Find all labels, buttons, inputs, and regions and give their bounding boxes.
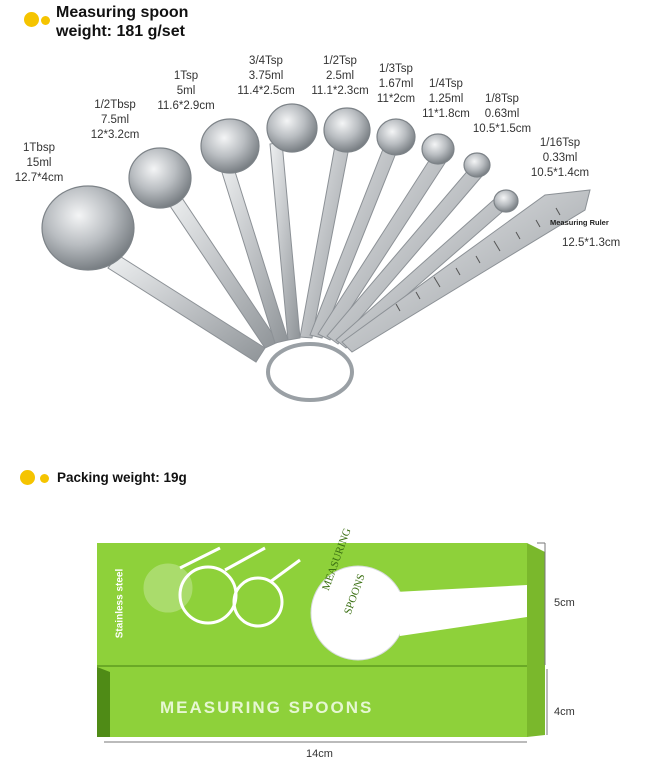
bullet-dot-small bbox=[41, 16, 50, 25]
measuring-ruler bbox=[341, 189, 591, 353]
product-title: Measuring spoon bbox=[56, 4, 189, 21]
bullet-dot-large bbox=[20, 470, 35, 485]
measuring-spoons-illustration bbox=[41, 103, 591, 402]
box-circle-text-line1: MEASURING bbox=[320, 526, 354, 593]
bullet-dot-large bbox=[24, 12, 39, 27]
box-brand-text: MEASURING SPOONS bbox=[160, 698, 374, 717]
box-width-label: 14cm bbox=[306, 748, 333, 760]
packing-weight-label: Packing weight: 19g bbox=[57, 470, 187, 485]
spoon-bowls bbox=[41, 103, 519, 271]
ruler-label: Measuring Ruler bbox=[550, 218, 609, 227]
box-side-text: Stainless steel bbox=[114, 568, 126, 639]
ruler-size: 12.5*1.3cm bbox=[562, 237, 621, 249]
box-circle-text-line2: SPOONS bbox=[342, 572, 368, 617]
spoon-handles bbox=[107, 139, 511, 363]
box-height-label: 5cm bbox=[554, 597, 575, 609]
product-weight: weight: 181 g/set bbox=[56, 23, 185, 40]
key-ring bbox=[266, 342, 354, 402]
bullet-dot-small bbox=[40, 474, 49, 483]
box-depth-label: 4cm bbox=[554, 706, 575, 718]
